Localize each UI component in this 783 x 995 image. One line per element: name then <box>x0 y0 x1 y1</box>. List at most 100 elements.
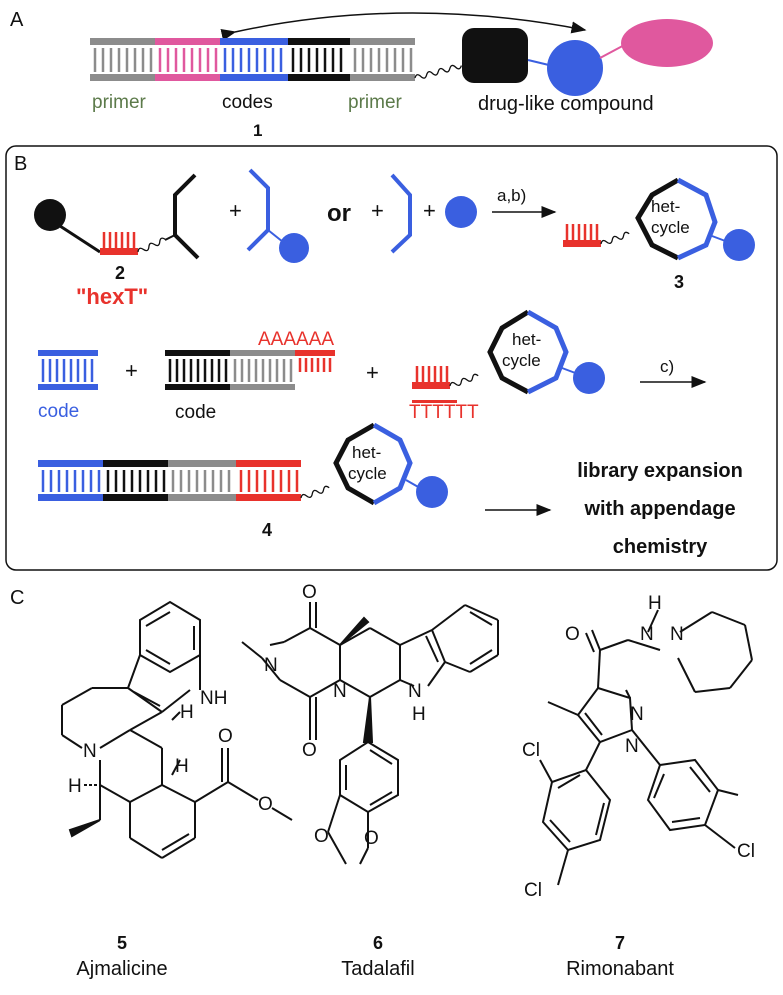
blue-ball-2 <box>445 196 477 228</box>
hext-rungs-row2 <box>415 366 449 382</box>
hext-strand-row2 <box>412 382 450 389</box>
rimonabant-cl3: Cl <box>737 841 755 862</box>
tadalafil-o1: O <box>302 582 317 603</box>
ajmalicine-name: Ajmalicine <box>76 958 167 980</box>
ajmalicine-o2: O <box>258 794 273 815</box>
ajmalicine-o1: O <box>218 726 233 747</box>
tadalafil-o3: O <box>314 826 329 847</box>
blue-fragment-1 <box>246 168 270 252</box>
reagent-c: c) <box>660 357 674 376</box>
wavy-linker-4 <box>300 485 330 499</box>
curved-double-arrow <box>220 12 587 41</box>
polyT-label: TTTTTT <box>409 402 479 423</box>
tadalafil-name: Tadalafil <box>341 958 414 980</box>
dna-duplex-a <box>90 38 415 81</box>
tadalafil-number: 6 <box>373 933 383 953</box>
panel-a: A primer codes primer drug-like compound <box>10 9 713 140</box>
cycle-label-row2: cycle <box>502 351 541 370</box>
rimonabant-n2: N <box>670 624 684 645</box>
hetcycle-3 <box>635 177 755 261</box>
compound-1-number: 1 <box>253 121 262 140</box>
het-label-4: het- <box>352 443 381 462</box>
rimonabant-n4: N <box>625 736 639 757</box>
tadalafil-n3: N <box>408 681 422 702</box>
black-fragment-2 <box>173 173 200 260</box>
code-duplex-blue <box>38 350 98 390</box>
het-label-3: het- <box>651 197 680 216</box>
ajmalicine-nh: NH <box>200 688 227 709</box>
tadalafil-n2: N <box>333 681 347 702</box>
polyT-strand <box>412 400 457 403</box>
wavy-linker-2 <box>137 237 166 253</box>
wavy-linker-row2 <box>449 373 479 387</box>
plus-4: + <box>125 358 138 383</box>
hext-strand-2 <box>100 248 138 255</box>
primer-left-label: primer <box>92 92 147 113</box>
rimonabant-number: 7 <box>615 933 625 953</box>
pink-ellipse <box>621 19 713 67</box>
molecule-rimonabant <box>539 609 753 886</box>
ajmalicine-number: 5 <box>117 933 127 953</box>
ball-stick <box>59 224 101 254</box>
black-ball <box>34 199 66 231</box>
molecule-tadalafil <box>241 602 499 865</box>
code-label-blue: code <box>38 401 79 422</box>
dna-duplex-4 <box>38 460 301 501</box>
compound-label: drug-like compound <box>478 93 654 115</box>
rimonabant-cl1: Cl <box>522 740 540 761</box>
hext-rungs-3 <box>565 224 599 240</box>
rimonabant-h: H <box>648 593 662 614</box>
rimonabant-n1: N <box>640 624 654 645</box>
hetcycle-row2 <box>487 309 605 395</box>
wavy-linker-3 <box>600 231 630 245</box>
panel-c-letter: C <box>10 587 24 609</box>
code-duplex-black <box>165 350 335 390</box>
panel-a-letter: A <box>10 9 24 31</box>
compound-2-number: 2 <box>115 263 125 283</box>
cycle-label-3: cycle <box>651 218 690 237</box>
plus-3: + <box>423 198 436 223</box>
panel-b-letter: B <box>14 153 27 175</box>
hext-strand-3 <box>563 240 601 247</box>
black-block <box>462 28 528 83</box>
tadalafil-o2: O <box>302 740 317 761</box>
het-label-row2: het- <box>512 330 541 349</box>
rimonabant-o: O <box>565 624 580 645</box>
compound-4-number: 4 <box>262 520 272 540</box>
plus-5: + <box>366 360 379 385</box>
panel-b: B + or + + a,b) 2 "hexT" <box>5 145 778 571</box>
plus-1: + <box>229 198 242 223</box>
tadalafil-h: H <box>412 704 426 725</box>
tadalafil-o4: O <box>364 828 379 849</box>
panel-c: C <box>10 582 755 980</box>
expansion-line-2: with appendage <box>583 498 735 520</box>
rimonabant-name: Rimonabant <box>566 958 674 980</box>
expansion-line-3: chemistry <box>613 536 708 558</box>
blue-ball-1 <box>279 233 309 263</box>
wavy-linker-a <box>414 64 462 79</box>
plus-2: + <box>371 198 384 223</box>
hext-label: "hexT" <box>76 284 148 309</box>
molecule-ajmalicine <box>61 600 293 859</box>
ajmalicine-h3: H <box>68 776 82 797</box>
ajmalicine-h2: H <box>175 756 189 777</box>
panel-b-frame <box>5 145 778 571</box>
rimonabant-n3: N <box>630 704 644 725</box>
hext-rungs-2 <box>102 232 136 248</box>
primer-right-label: primer <box>348 92 403 113</box>
polyA-label: AAAAAA <box>258 329 334 350</box>
blue-fragment-2 <box>390 173 412 254</box>
cycle-label-4: cycle <box>348 464 387 483</box>
rimonabant-cl2: Cl <box>524 880 542 901</box>
code-label-black: code <box>175 402 216 423</box>
hetcycle-4 <box>333 422 448 508</box>
or-label: or <box>327 200 351 227</box>
blue-circle <box>547 40 603 96</box>
ajmalicine-n: N <box>83 741 97 762</box>
reagents-ab: a,b) <box>497 186 526 205</box>
codes-label: codes <box>222 92 273 113</box>
tadalafil-n1: N <box>264 655 278 676</box>
expansion-line-1: library expansion <box>577 460 743 482</box>
ajmalicine-h1: H <box>180 702 194 723</box>
